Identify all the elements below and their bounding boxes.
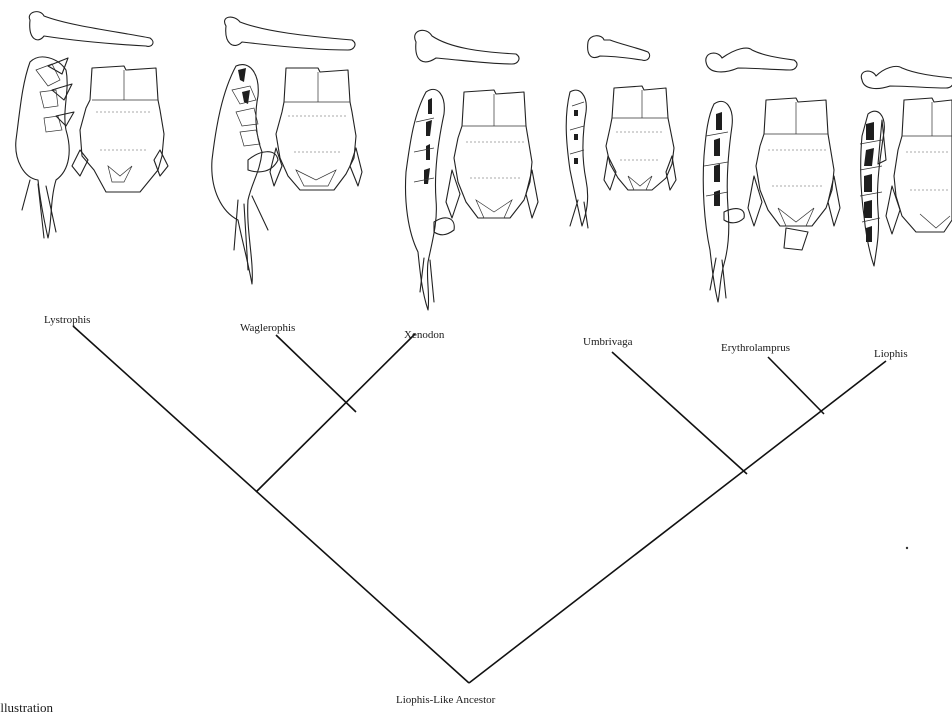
branch-waglerophis-xenodon-stem — [256, 334, 415, 492]
skull-drawing-erythrolamprus — [703, 48, 840, 302]
branch-root-to-liophis — [469, 361, 886, 683]
branch-umbrivaga — [612, 352, 747, 474]
taxon-label-xenodon: Xenodon — [404, 329, 445, 341]
cladogram-branches — [73, 326, 886, 683]
taxon-label-umbrivaga: Umbrivaga — [583, 336, 633, 348]
taxon-label-lystrophis: Lystrophis — [44, 314, 90, 326]
skull-drawing-xenodon — [406, 30, 539, 310]
taxon-label-liophis: Liophis — [874, 348, 908, 360]
branch-waglerophis — [276, 335, 356, 412]
speck-mark — [906, 547, 908, 549]
branch-root-to-lystrophis — [73, 326, 469, 683]
skull-drawing-umbrivaga — [566, 36, 676, 228]
taxon-label-erythrolamprus: Erythrolamprus — [721, 342, 790, 354]
taxon-labels: Lystrophis Waglerophis Xenodon Umbrivaga… — [44, 314, 908, 706]
skull-drawing-lystrophis — [16, 12, 168, 238]
skull-drawing-waglerophis — [212, 17, 362, 284]
branch-erythrolamprus — [768, 357, 824, 414]
skull-drawing-liophis — [860, 66, 952, 266]
caption-fragment: Illustration — [0, 700, 54, 715]
taxon-label-waglerophis: Waglerophis — [240, 322, 295, 334]
skull-illustrations — [16, 12, 952, 310]
root-label: Liophis-Like Ancestor — [396, 694, 496, 706]
